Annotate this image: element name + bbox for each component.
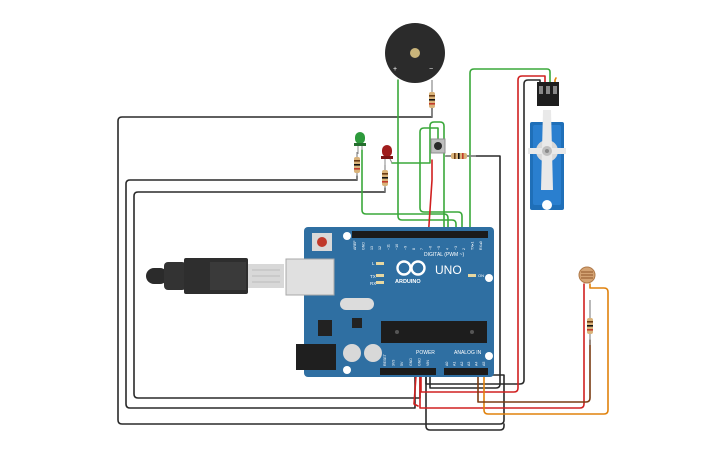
pin-label: ~10 xyxy=(395,244,399,250)
pin-label: 2 xyxy=(462,248,466,250)
tx-label: TX xyxy=(370,274,376,279)
power-jack xyxy=(296,344,336,370)
capacitor-2 xyxy=(364,344,382,362)
wire-black-bottom-loop[interactable] xyxy=(425,375,505,431)
l-label: L xyxy=(372,261,375,266)
board-brand: UNO xyxy=(435,263,462,277)
pin-label: AREF xyxy=(353,240,357,250)
pin-label: A3 xyxy=(467,362,471,366)
power-label: POWER xyxy=(416,350,435,356)
pin-label: RESET xyxy=(383,353,387,366)
digital-pin-labels: AREF GND 13 12 ~11 ~10 ~9 8 7 ~6 ~5 4 ~3 2 TX▸1 RX◂0 xyxy=(353,240,483,250)
wire-black-servo-gnd[interactable] xyxy=(425,79,541,385)
power-header[interactable] xyxy=(380,368,436,375)
wire-green-servo[interactable] xyxy=(469,68,551,234)
board-maker: ARDUINO xyxy=(395,279,421,285)
pin-label: 7 xyxy=(420,248,424,250)
photoresistor[interactable] xyxy=(578,266,596,284)
wire-red-ldr[interactable] xyxy=(419,283,585,409)
rx-label: RX xyxy=(370,281,376,286)
pin-label: ~6 xyxy=(429,246,433,250)
piezo-buzzer[interactable]: + − xyxy=(385,23,445,83)
wire-black-outer-2[interactable] xyxy=(125,175,416,409)
pin-label: ~11 xyxy=(387,244,391,250)
wire-green-button[interactable] xyxy=(419,127,463,234)
pin-label: A1 xyxy=(452,362,456,366)
arduino-uno-board[interactable]: UNO ARDUINO DIGITAL (PWM ~) POWER ANALOG… xyxy=(285,227,494,377)
atmega-chip xyxy=(381,321,487,343)
pin-label: A2 xyxy=(460,362,464,366)
analog-header[interactable] xyxy=(444,368,488,375)
pin-label: RX◂0 xyxy=(479,241,483,250)
wire-green-led[interactable] xyxy=(361,149,449,234)
resistor-green-led[interactable] xyxy=(354,152,360,180)
pin-label: 5V xyxy=(400,361,404,366)
pin-label: ~3 xyxy=(454,246,458,250)
pin-label: TX▸1 xyxy=(471,242,475,250)
wire-orange-ldr[interactable] xyxy=(483,283,609,415)
wire-red-servo[interactable] xyxy=(420,75,546,393)
pin-label: 12 xyxy=(378,246,382,250)
power-pin-labels: RESET 3V3 5V GND GND VIN xyxy=(383,353,430,366)
wire-black-outer-1[interactable] xyxy=(117,104,505,425)
usb-port xyxy=(285,258,335,296)
pin-label: GND xyxy=(361,242,365,250)
crystal xyxy=(340,298,374,310)
resistor-ldr[interactable] xyxy=(587,300,593,345)
wire-black-outer-3[interactable] xyxy=(133,187,421,399)
pin-label: A0 xyxy=(445,362,449,366)
resistor-red-led[interactable] xyxy=(382,165,388,192)
wire-green-buzzer[interactable] xyxy=(397,79,457,234)
buzzer-minus: − xyxy=(429,66,433,73)
pin-label: 8 xyxy=(412,248,416,250)
digital-label: DIGITAL (PWM ~) xyxy=(424,252,464,258)
usb-cable[interactable] xyxy=(146,258,284,294)
led-red[interactable] xyxy=(381,145,393,166)
resistor-button[interactable] xyxy=(446,153,476,159)
analog-label: ANALOG IN xyxy=(454,350,482,356)
resistor-buzzer[interactable] xyxy=(429,80,435,117)
capacitor-1 xyxy=(343,344,361,362)
arduino-logo xyxy=(396,260,426,276)
pin-label: GND xyxy=(417,358,421,366)
pushbutton[interactable] xyxy=(430,138,446,154)
on-label: ON xyxy=(478,273,484,278)
buzzer-plus: + xyxy=(393,66,397,73)
digital-header[interactable] xyxy=(352,231,488,238)
pin-label: ~9 xyxy=(403,246,407,250)
pin-label: 13 xyxy=(370,246,374,250)
pin-label: ~5 xyxy=(437,246,441,250)
pin-label: GND xyxy=(409,358,413,366)
wire-brown-ldr[interactable] xyxy=(477,339,591,403)
pin-label: 4 xyxy=(445,248,449,250)
led-green[interactable] xyxy=(354,132,366,154)
pin-label: A5 xyxy=(482,362,486,366)
pin-label: 3V3 xyxy=(392,360,396,366)
pin-label: VIN xyxy=(426,360,430,366)
micro-servo[interactable] xyxy=(528,82,566,210)
pin-label: A4 xyxy=(475,362,479,366)
